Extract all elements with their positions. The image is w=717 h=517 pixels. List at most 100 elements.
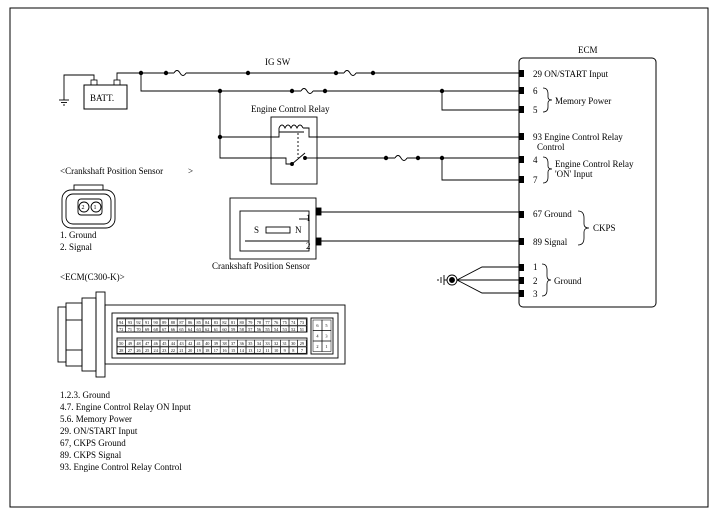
ecm-connector-pin-number: 69 <box>145 327 149 332</box>
ecm-connector-pin-number: 47 <box>145 341 150 346</box>
ecm-connector-pin-number: 56 <box>257 327 262 332</box>
ecm-connector-pin-number: 80 <box>240 320 244 325</box>
fuse-icon <box>300 88 314 94</box>
ecm-connector-pin-number: 53 <box>283 327 287 332</box>
ecm-title: ECM <box>578 45 598 55</box>
fuse-icon <box>394 155 408 161</box>
battery: BATT. <box>59 74 128 110</box>
fuse-icon <box>343 70 357 76</box>
sensor-connector-title-end: > <box>188 166 193 176</box>
ground-brace <box>541 263 552 297</box>
ecm-connector-pin-number: 35 <box>248 341 252 346</box>
ecm-connector-pin-number: 77 <box>265 320 270 325</box>
ckps-label: CKPS <box>593 223 616 233</box>
ecm-connector-pin-number: 16 <box>222 348 227 353</box>
ecm-connector-pin-number: 48 <box>136 341 140 346</box>
relay-on-brace <box>542 156 553 184</box>
ecm-connector-pin-number: 65 <box>179 327 183 332</box>
ecm-connector-pin-number: 46 <box>154 341 159 346</box>
ecm-connector-pin-number: 38 <box>222 341 226 346</box>
pin-legend-3: 5.6. Memory Power <box>60 414 132 424</box>
sensor-connector-icon <box>61 184 116 229</box>
ecm-connector-pin-number: 19 <box>197 348 201 353</box>
ecm-pin-1-label: 1 <box>533 262 538 272</box>
ecm-connector-pin-number: 51 <box>300 327 304 332</box>
ecm-connector-pin-number: 43 <box>179 341 183 346</box>
ecm-connector-pin-number: 50 <box>119 341 123 346</box>
ecm-ground-wiring <box>437 266 519 294</box>
ig-sw-label: IG SW <box>265 57 291 67</box>
pin-legend-4: 29. ON/START Input <box>60 426 138 436</box>
ecm-connector-pin-number: 21 <box>179 348 183 353</box>
battery-label: BATT. <box>90 93 114 103</box>
sensor-connector-pin-1: 1 <box>94 205 97 211</box>
ecm-connector-pin-cell <box>297 346 307 354</box>
ecm-connector-pin-number: 79 <box>248 320 252 325</box>
ecm-connector-pin-number: 89 <box>162 320 166 325</box>
ecm-connector-pin-number: 34 <box>257 341 262 346</box>
ecm-connector-pin-cell <box>297 325 307 333</box>
ecm-pin-93-label-cont: Control <box>537 142 565 152</box>
ecm-connector-pin-number: 33 <box>265 341 269 346</box>
ecm-pin-5-label: 5 <box>533 105 538 115</box>
ecm-connector-pin-number: 45 <box>162 341 166 346</box>
memory-power-label: Memory Power <box>555 96 611 106</box>
ecm-connector-side-pin-number: 5 <box>325 323 327 328</box>
ecm-connector-pin-number: 70 <box>136 327 140 332</box>
ecm-connector-pin-number: 37 <box>231 341 236 346</box>
ecm-connector-pin-number: 59 <box>231 327 235 332</box>
pin-legend-6: 89. CKPS Signal <box>60 450 122 460</box>
ecm-connector-side-pin-number: 4 <box>316 334 319 339</box>
junction-dots <box>138 70 445 161</box>
ecm-connector-pin-number: 25 <box>145 348 149 353</box>
ecm-pin-2-label: 2 <box>533 276 538 286</box>
ecm-connector-pin-number: 42 <box>188 341 192 346</box>
ecm-pin-89-label: 89 Signal <box>533 237 568 247</box>
ecm-connector-pin-number: 61 <box>214 327 218 332</box>
ecm-connector-pin-number: 55 <box>265 327 269 332</box>
memory-power-brace <box>542 87 553 113</box>
ckps-component-label: Crankshaft Position Sensor <box>212 261 310 271</box>
ecm-connector-pin-cell <box>297 318 307 326</box>
ecm-connector-pin-number: 58 <box>240 327 244 332</box>
ecm-connector-pin-number: 27 <box>128 348 133 353</box>
ecm-pin-terminals <box>519 70 524 297</box>
supply-wiring <box>116 70 519 181</box>
ecm-connector-side-pin-number: 2 <box>316 344 318 349</box>
relay-on-label-1: Engine Control Relay <box>555 159 634 169</box>
pin-legend-1: 1.2.3. Ground <box>60 390 110 400</box>
relay-title: Engine Control Relay <box>251 104 330 114</box>
ecm-connector-pin-number: 13 <box>248 348 252 353</box>
fuse-icon <box>173 70 187 76</box>
ecm-connector-pin-number: 94 <box>119 320 124 325</box>
ecm-connector-pin-number: 28 <box>119 348 123 353</box>
ecm-connector-pin-number: 85 <box>197 320 201 325</box>
ecm-connector-pin-number: 83 <box>214 320 218 325</box>
pin-legend-7: 93. Engine Control Relay Control <box>60 462 182 472</box>
ecm-connector-pin-number: 82 <box>222 320 226 325</box>
ecm-pin-4-label: 4 <box>533 155 538 165</box>
pin-legend-2: 4.7. Engine Control Relay ON Input <box>60 402 191 412</box>
ecm-connector-pin-number: 67 <box>162 327 167 332</box>
ecm-connector-pin-number: 11 <box>265 348 269 353</box>
ecm-connector-pin-number: 9 <box>284 348 286 353</box>
ecm-connector-pin-number: 14 <box>240 348 245 353</box>
chassis-ground-icon <box>59 99 69 106</box>
ecm-connector-pin-number: 71 <box>128 327 132 332</box>
ecm-connector-pin-number: 72 <box>119 327 123 332</box>
ecm-connector-pin-number: 39 <box>214 341 218 346</box>
ecm-connector-pin-number: 93 <box>128 320 132 325</box>
ecm-connector-pin-number: 62 <box>205 327 209 332</box>
ecm-connector-icon <box>57 291 346 378</box>
ecm-connector-pin-number: 30 <box>291 341 295 346</box>
ecm-connector-pin-number: 41 <box>197 341 201 346</box>
ecm-connector-pin-number: 10 <box>274 348 278 353</box>
ecm-ground-label: Ground <box>554 276 582 286</box>
sensor-connector-title: <Crankshaft Position Sensor <box>60 166 163 176</box>
ecm-connector-pin-number: 31 <box>283 341 287 346</box>
diagram-frame <box>9 7 709 508</box>
ecm-connector-pin-number: 76 <box>274 320 279 325</box>
ecm-connector-pin-number: 68 <box>154 327 158 332</box>
ecm-connector-pin-number: 52 <box>291 327 295 332</box>
